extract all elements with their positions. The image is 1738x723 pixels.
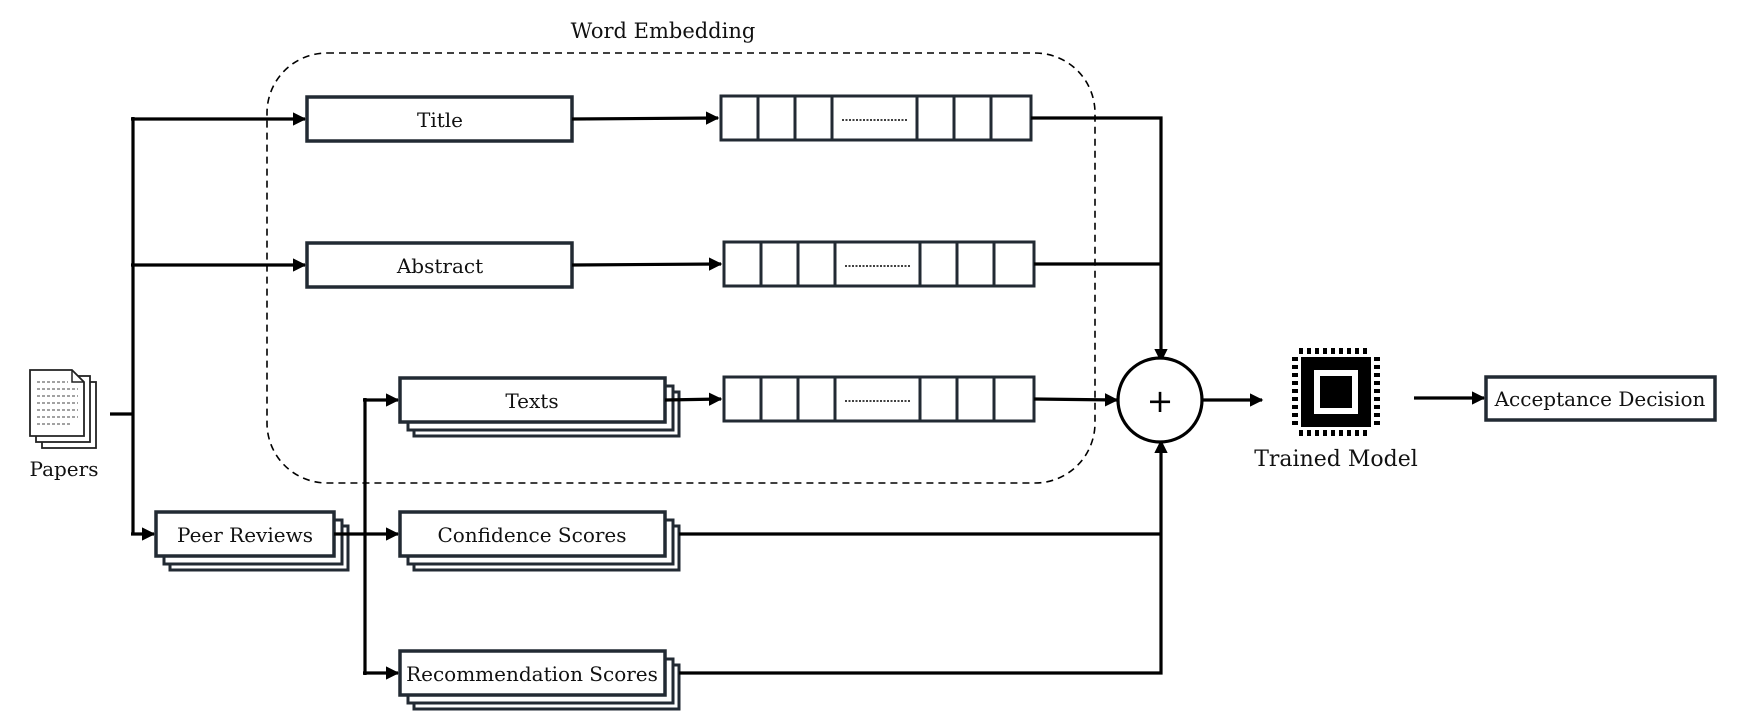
abstract-label: Abstract	[396, 254, 483, 278]
cpu-chip-icon	[1292, 348, 1380, 436]
title-embedding-vector	[719, 94, 1033, 142]
peer-reviews-label: Peer Reviews	[177, 523, 313, 547]
abstract-box	[305, 241, 574, 289]
peer-reviews-node	[154, 510, 350, 572]
papers-label: Papers	[30, 457, 99, 481]
papers-icon	[29, 369, 97, 449]
confidence-scores-node	[398, 510, 681, 572]
peer-reviews-connectors	[334, 393, 400, 680]
merge-connectors	[679, 116, 1168, 675]
acceptance-decision-box	[1484, 375, 1717, 422]
title-label: Title	[417, 108, 463, 132]
texts-label: Texts	[505, 389, 558, 413]
texts-embedding-vector	[722, 375, 1036, 423]
abstract-to-embedding-arrow	[571, 257, 723, 271]
combine-symbol: +	[1147, 382, 1174, 420]
acceptance-decision-label: Acceptance Decision	[1494, 387, 1706, 411]
recommendation-scores-label: Recommendation Scores	[406, 662, 658, 686]
abstract-embedding-vector	[722, 240, 1036, 288]
word-embedding-group	[266, 52, 1096, 484]
confidence-scores-label: Confidence Scores	[437, 523, 626, 547]
trained-model-label: Trained Model	[1254, 447, 1418, 472]
word-embedding-label: Word Embedding	[571, 19, 756, 43]
recommendation-scores-node	[398, 649, 681, 711]
texts-to-embedding-arrow	[664, 392, 723, 406]
texts-node	[398, 376, 681, 438]
papers-connectors	[110, 112, 307, 541]
title-box	[305, 95, 574, 143]
title-to-embedding-arrow	[571, 111, 720, 125]
